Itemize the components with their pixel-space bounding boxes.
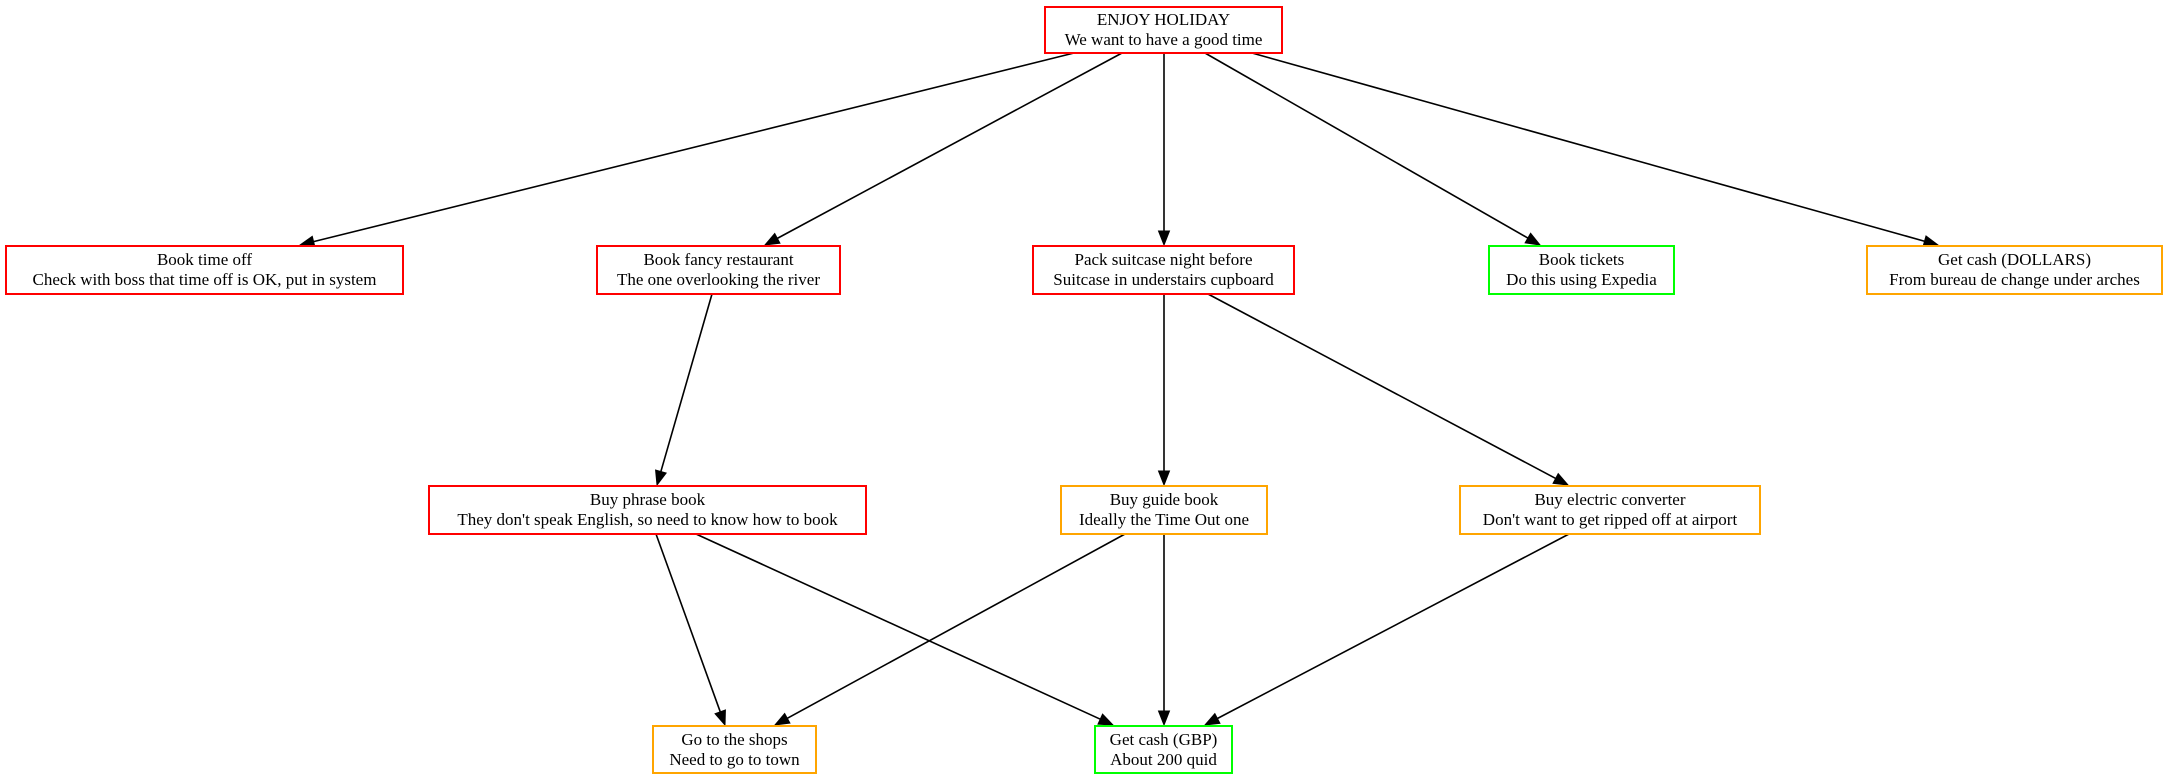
node-description: The one overlooking the river [617, 270, 820, 289]
node-description: Don't want to get ripped off at airport [1482, 510, 1738, 529]
node-title: ENJOY HOLIDAY [1096, 10, 1231, 29]
node-pack-suitcase: Pack suitcase night before Suitcase in u… [1032, 245, 1295, 295]
node-description: They don't speak English, so need to kno… [457, 510, 838, 529]
arrowhead [773, 712, 791, 726]
node-title: Buy phrase book [589, 490, 706, 509]
node-title: Get cash (GBP) [1109, 729, 1218, 749]
edge-enjoy-to-dollars [1251, 52, 1940, 248]
node-title: Buy guide book [1109, 490, 1219, 509]
edge-line [1204, 52, 1529, 239]
node-description: Do this using Expedia [1506, 270, 1657, 289]
node-book-tickets: Book tickets Do this using Expedia [1488, 245, 1675, 295]
node-title: Pack suitcase night before [1074, 250, 1253, 269]
edge-line [786, 533, 1126, 719]
node-description: We want to have a good time [1064, 30, 1263, 49]
node-description: Suitcase in understairs cupboard [1053, 270, 1274, 289]
node-get-cash-gbp: Get cash (GBP) About 200 quid [1094, 725, 1233, 774]
edge-enjoy-to-tickets [1204, 52, 1542, 246]
node-buy-electric-converter: Buy electric converter Don't want to get… [1459, 485, 1761, 535]
arrowhead [1157, 710, 1171, 727]
arrowhead [1157, 230, 1171, 247]
node-description: Ideally the Time Out one [1079, 510, 1249, 529]
arrowhead [714, 709, 726, 727]
arrowhead [1552, 472, 1570, 486]
edge-enjoy-to-timeoff [298, 52, 1075, 248]
arrowhead [1157, 470, 1171, 487]
node-description: Check with boss that time off is OK, put… [32, 270, 377, 289]
edge-phrase-to-shops [655, 533, 726, 727]
edge-enjoy-to-suitcase [1157, 53, 1171, 247]
node-description: From bureau de change under arches [1889, 270, 2140, 289]
edge-line [313, 52, 1075, 243]
edge-line [776, 52, 1123, 240]
edge-enjoy-to-restaurant [763, 52, 1123, 246]
edge-line [1217, 533, 1570, 720]
node-book-fancy-restaurant: Book fancy restaurant The one overlookin… [596, 245, 841, 295]
edge-line [1251, 52, 1925, 242]
edge-guide-to-gbp [1157, 534, 1171, 727]
edge-line [655, 533, 721, 713]
node-title: Go to the shops [681, 729, 788, 749]
node-title: Book tickets [1538, 250, 1625, 269]
arrowhead [1097, 713, 1115, 726]
edge-line [660, 293, 713, 472]
node-buy-guide-book: Buy guide book Ideally the Time Out one [1060, 485, 1268, 535]
edge-restaurant-to-phrase [655, 293, 713, 487]
node-buy-phrase-book: Buy phrase book They don't speak English… [428, 485, 867, 535]
arrowhead [1524, 232, 1542, 246]
edge-converter-to-gbp [1203, 533, 1570, 726]
node-title: Book time off [156, 250, 253, 269]
node-description: About 200 quid [1110, 749, 1217, 769]
arrowhead [1203, 712, 1221, 726]
edge-guide-to-shops [773, 533, 1126, 726]
edge-suitcase-to-converter [1207, 293, 1570, 486]
node-get-cash-dollars: Get cash (DOLLARS) From bureau de change… [1866, 245, 2163, 295]
node-title: Buy electric converter [1534, 490, 1686, 509]
node-description: Need to go to town [669, 749, 800, 769]
node-title: Get cash (DOLLARS) [1938, 250, 2091, 269]
arrowhead [655, 469, 668, 487]
node-go-to-shops: Go to the shops Need to go to town [652, 725, 817, 774]
node-enjoy-holiday: ENJOY HOLIDAY We want to have a good tim… [1044, 6, 1283, 54]
edge-suitcase-to-guide [1157, 294, 1171, 487]
edge-phrase-to-gbp [695, 533, 1115, 726]
arrowhead [763, 232, 781, 246]
edge-line [695, 533, 1101, 720]
node-book-time-off: Book time off Check with boss that time … [5, 245, 404, 295]
edge-line [1207, 293, 1557, 480]
node-title: Book fancy restaurant [643, 250, 794, 269]
